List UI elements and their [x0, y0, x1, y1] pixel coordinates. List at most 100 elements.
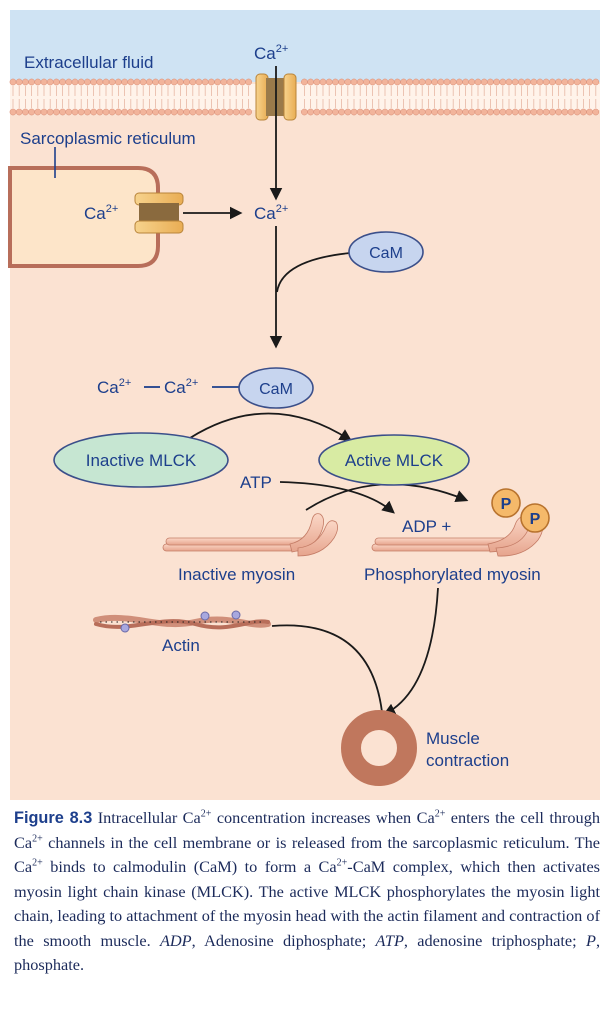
phospholipid-head [394, 78, 401, 86]
phospholipid-head [418, 78, 426, 86]
phospholipid-head [177, 108, 184, 116]
phospholipid-head [115, 108, 122, 116]
phospholipid-head [350, 78, 358, 86]
phospholipid-head [152, 108, 159, 116]
phospholipid-head [425, 78, 432, 86]
membrane-calcium-channel [255, 73, 297, 121]
phospholipid-head [505, 78, 513, 86]
phospholipid-head [15, 78, 23, 86]
phospholipid-head [183, 108, 190, 116]
phospholipid-head [102, 78, 110, 86]
phospholipid-head [121, 108, 128, 116]
phospholipid-head [28, 78, 35, 86]
phospholipid-head [77, 78, 85, 86]
phospholipid-head [90, 108, 97, 116]
phospholipid-head [232, 78, 240, 86]
phospholipid-head [567, 78, 575, 86]
phospholipid-head [183, 78, 190, 86]
phospholipid-head [146, 78, 153, 86]
arrow-cam-join [276, 252, 351, 293]
phospholipid-head [338, 78, 345, 86]
phospholipid-head [356, 108, 364, 116]
phospholipid-head [412, 108, 420, 116]
phospholipid-head [133, 78, 141, 86]
phospholipid-head [301, 108, 308, 116]
phospholipid-head [468, 108, 476, 116]
phospholipid-head [22, 78, 29, 86]
phospholipid-head [164, 78, 172, 86]
phospholipid-head [505, 108, 513, 116]
phospholipid-head [65, 108, 73, 116]
label-phosphate-2: P [530, 511, 541, 528]
phospholipid-head [208, 108, 215, 116]
phospholipid-head [462, 78, 469, 86]
phospholipid-head [431, 78, 438, 86]
label-contraction: contraction [426, 751, 509, 770]
label-sarcoplasmic-reticulum: Sarcoplasmic reticulum [20, 129, 196, 148]
phospholipid-head [177, 78, 184, 86]
label-complex-ca-2: Ca2+ [164, 377, 198, 397]
phospholipid-head [369, 108, 376, 116]
phospholipid-head [406, 108, 414, 116]
label-cam-complex: CaM [259, 381, 293, 398]
phospholipid-head [406, 78, 414, 86]
muscle-contraction-ring [341, 710, 417, 786]
phospholipid-head [580, 108, 587, 116]
phospholipid-head [511, 78, 519, 86]
phospholipid-head [555, 108, 562, 116]
phospholipid-head [518, 108, 525, 116]
phospholipid-head [28, 108, 35, 116]
phospholipid-head [139, 78, 147, 86]
phospholipid-head [487, 78, 494, 86]
phospholipid-head [549, 78, 556, 86]
phospholipid-head [542, 108, 550, 116]
phospholipid-head [499, 78, 507, 86]
phospholipid-head [449, 78, 457, 86]
phospholipid-head [53, 108, 60, 116]
extracellular-region [10, 10, 600, 82]
label-inactive-mlck: Inactive MLCK [86, 451, 197, 470]
phospholipid-head [115, 78, 122, 86]
phospholipid-head [96, 108, 104, 116]
phospholipid-head [493, 108, 500, 116]
phospholipid-head [40, 78, 48, 86]
phospholipid-head [59, 78, 66, 86]
calmodulin-complex [238, 367, 314, 409]
phospholipid-head [208, 78, 215, 86]
phosphate-group-2 [520, 503, 550, 533]
phospholipid-head [84, 78, 91, 86]
phospholipid-head [245, 78, 252, 86]
phospholipid-head [580, 78, 587, 86]
phospholipid-head [15, 108, 23, 116]
label-adp: ADP + [402, 517, 451, 536]
label-muscle: Muscle [426, 729, 480, 748]
phospholipid-head [412, 78, 420, 86]
phospholipid-head [239, 78, 246, 86]
label-ca-sr: Ca2+ [84, 203, 118, 223]
phospholipid-head [468, 78, 476, 86]
phospholipid-head [530, 78, 538, 86]
phospholipid-head [201, 78, 209, 86]
phospholipid-head [369, 78, 376, 86]
arrow-myosin-to-contraction [382, 587, 439, 716]
phospholipid-head [108, 78, 116, 86]
phospholipid-head [561, 78, 569, 86]
phospholipid-head [53, 78, 60, 86]
phospholipid-head [127, 108, 135, 116]
phospholipid-head [443, 78, 451, 86]
phospholipid-head [325, 108, 333, 116]
phospholipid-head [214, 78, 221, 86]
label-actin: Actin [162, 636, 200, 655]
phospholipid-head [226, 78, 234, 86]
label-extracellular-fluid: Extracellular fluid [24, 53, 153, 72]
phospholipid-head [127, 78, 135, 86]
phospholipid-head [518, 78, 525, 86]
phospholipid-head [313, 108, 321, 116]
phospholipid-head [363, 78, 370, 86]
phospholipid-head [456, 78, 463, 86]
label-complex-ca-1: Ca2+ [97, 377, 131, 397]
phospholipid-head [586, 108, 593, 116]
phospholipid-head [133, 108, 141, 116]
phospholipid-head [375, 78, 383, 86]
phospholipid-head [332, 78, 339, 86]
